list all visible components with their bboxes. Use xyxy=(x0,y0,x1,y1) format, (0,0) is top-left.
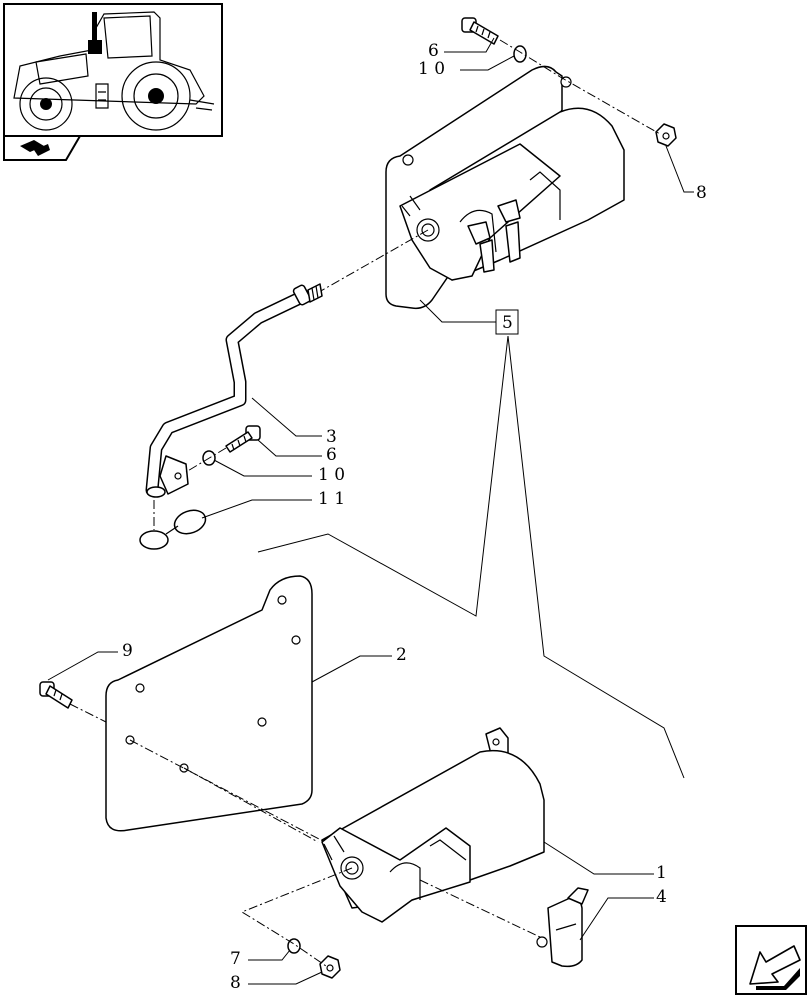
bolt-top xyxy=(461,17,499,45)
callout-3: 3 xyxy=(326,427,337,447)
cap xyxy=(139,509,207,550)
callout-4: 4 xyxy=(656,887,667,907)
bolt-left xyxy=(39,681,73,709)
callout-10-top: 1 0 xyxy=(418,59,445,79)
callout-9: 9 xyxy=(122,641,133,661)
pipe xyxy=(145,283,323,498)
callout-6-middle: 6 xyxy=(326,445,337,465)
mounting-plate xyxy=(105,575,313,832)
callout-8-top: 8 xyxy=(696,183,707,203)
callout-6-top: 6 xyxy=(428,41,439,61)
callout-1: 1 xyxy=(656,863,667,883)
callout-10-middle: 1 0 xyxy=(318,465,345,485)
callout-2: 2 xyxy=(396,645,407,665)
nut-top xyxy=(655,123,677,147)
callout-11: 1 1 xyxy=(318,489,345,509)
callout-5: 5 xyxy=(502,313,513,333)
bolt-middle xyxy=(225,425,261,453)
book-arrow-icon[interactable] xyxy=(3,135,82,161)
washer-top xyxy=(513,45,527,63)
tractor-thumbnail-icon[interactable] xyxy=(3,3,223,137)
nut-bottom xyxy=(319,955,341,979)
callout-8-bottom: 8 xyxy=(230,973,241,993)
callout-7: 7 xyxy=(230,949,241,969)
upper-bracket-assembly xyxy=(385,65,625,310)
arrow-down-left-icon[interactable] xyxy=(735,925,807,995)
connector xyxy=(536,887,589,968)
lower-bracket xyxy=(321,727,545,923)
callout-5-box xyxy=(495,309,519,335)
